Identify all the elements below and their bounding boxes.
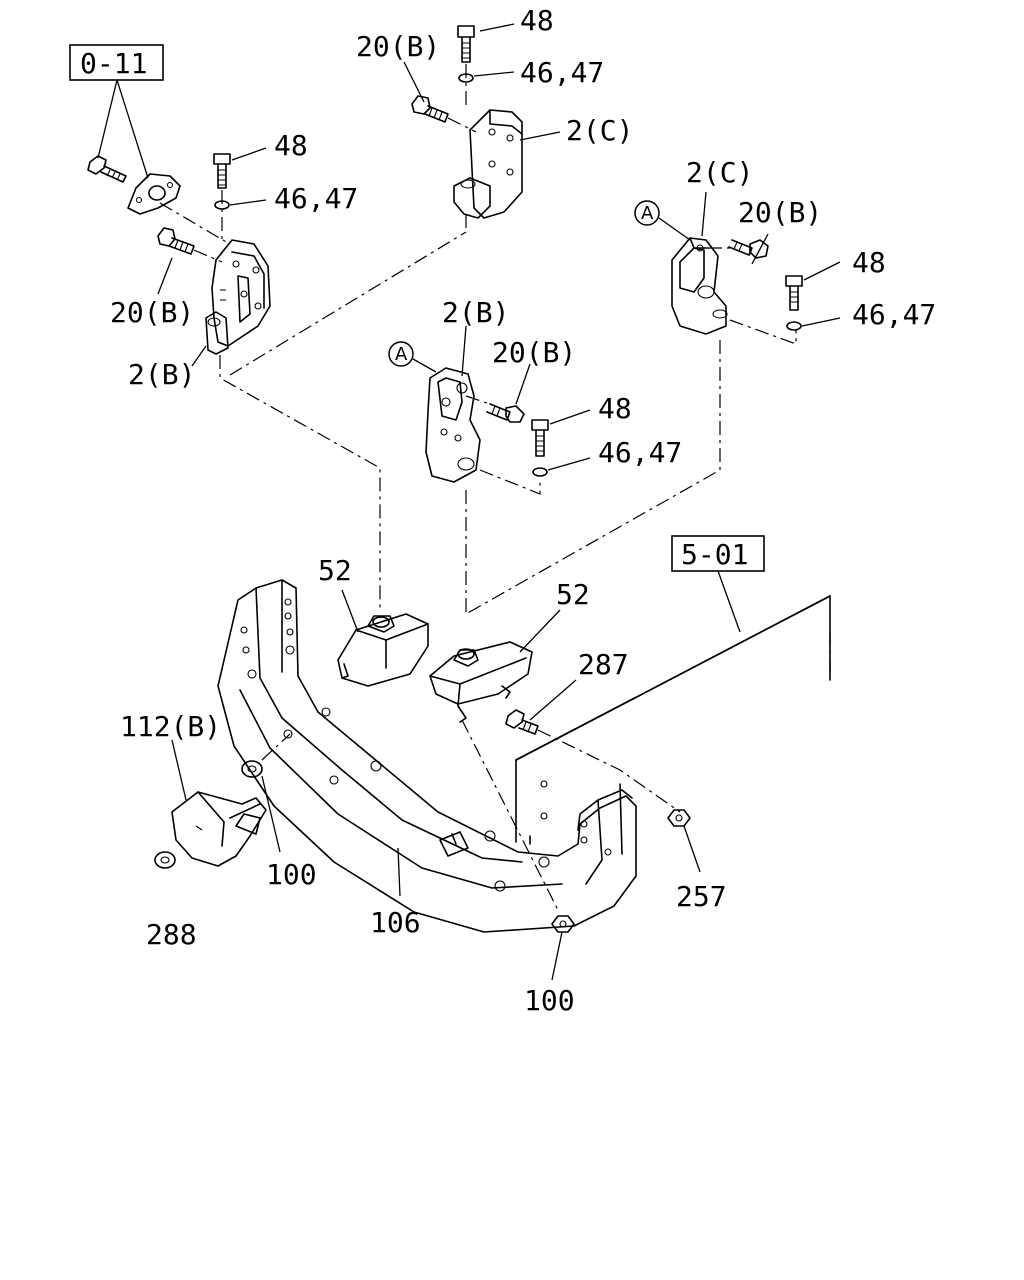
bolt-icon: [457, 25, 475, 63]
callout-48-mid: 48: [598, 392, 632, 425]
callout-leaders: [157, 23, 841, 981]
callout-46-47-left: 46,47: [274, 182, 358, 215]
svg-text:A: A: [395, 344, 408, 365]
callout-48-top: 48: [520, 4, 554, 37]
callout-48-right: 48: [852, 246, 886, 279]
callout-287: 287: [578, 648, 629, 681]
washer-icon: [786, 321, 802, 331]
callout-288: 288: [146, 918, 197, 951]
callout-100-bottom: 100: [524, 984, 575, 1017]
callout-257: 257: [676, 880, 727, 913]
callout-100-left: 100: [266, 858, 317, 891]
marker-a-mid: A: [388, 341, 414, 367]
nut-icon: [551, 915, 575, 933]
callout-46-47-right: 46,47: [852, 298, 936, 331]
crossmember-106: [217, 579, 637, 933]
callout-20b-top: 20(B): [356, 30, 440, 63]
callout-2c-right: 2(C): [686, 156, 753, 189]
bolt-icon: [87, 155, 127, 183]
callout-48-left: 48: [274, 129, 308, 162]
bolt-icon: [486, 403, 525, 423]
bolt-icon: [213, 153, 231, 189]
leaders-0-11: [97, 79, 149, 179]
reference-box-0-11[interactable]: 0-11: [69, 44, 164, 81]
svg-text:5-01: 5-01: [681, 538, 748, 571]
callout-52-left: 52: [318, 554, 352, 587]
callout-labels: 48 20(B) 46,47 2(C) 48 46,47 20(B) 2(B) …: [110, 4, 936, 1017]
callout-20b-mid: 20(B): [492, 336, 576, 369]
callout-46-47-top: 46,47: [520, 56, 604, 89]
svg-text:A: A: [641, 203, 654, 224]
bolt-icon: [411, 95, 449, 123]
bolt-icon: [531, 419, 549, 457]
callout-52-right: 52: [556, 578, 590, 611]
callout-2b-mid: 2(B): [442, 296, 509, 329]
engine-mount-52-left: [337, 613, 429, 687]
svg-text:0-11: 0-11: [80, 47, 147, 80]
washer-icon: [241, 760, 263, 778]
bolt-icon: [785, 275, 803, 311]
callout-46-47-mid: 46,47: [598, 436, 682, 469]
engine-bracket-2c-top: [453, 109, 523, 219]
callout-2c-top: 2(C): [566, 114, 633, 147]
engine-bracket-2c-right: [671, 237, 728, 335]
bolt-icon: [157, 227, 195, 255]
callout-20b-left: 20(B): [110, 296, 194, 329]
nut-icon: [667, 809, 691, 827]
frame-rail: [515, 595, 831, 845]
engine-bracket-2b-mid: [425, 367, 481, 483]
callout-20b-right: 20(B): [738, 196, 822, 229]
flange-plate: [127, 173, 181, 215]
washer-icon: [154, 851, 176, 869]
callout-2b-left: 2(B): [128, 358, 195, 391]
engine-mount-52-right: [429, 641, 533, 723]
engine-bracket-2b-left: [205, 239, 271, 355]
washer-icon: [532, 467, 548, 477]
callout-106: 106: [370, 906, 421, 939]
marker-a-right: A: [634, 200, 660, 226]
callout-112b: 112(B): [120, 710, 221, 743]
reference-box-5-01[interactable]: 5-01: [671, 535, 765, 572]
stopper-112b: [171, 791, 267, 867]
bolt-icon: [505, 709, 539, 735]
bolt-icon: [728, 239, 769, 259]
